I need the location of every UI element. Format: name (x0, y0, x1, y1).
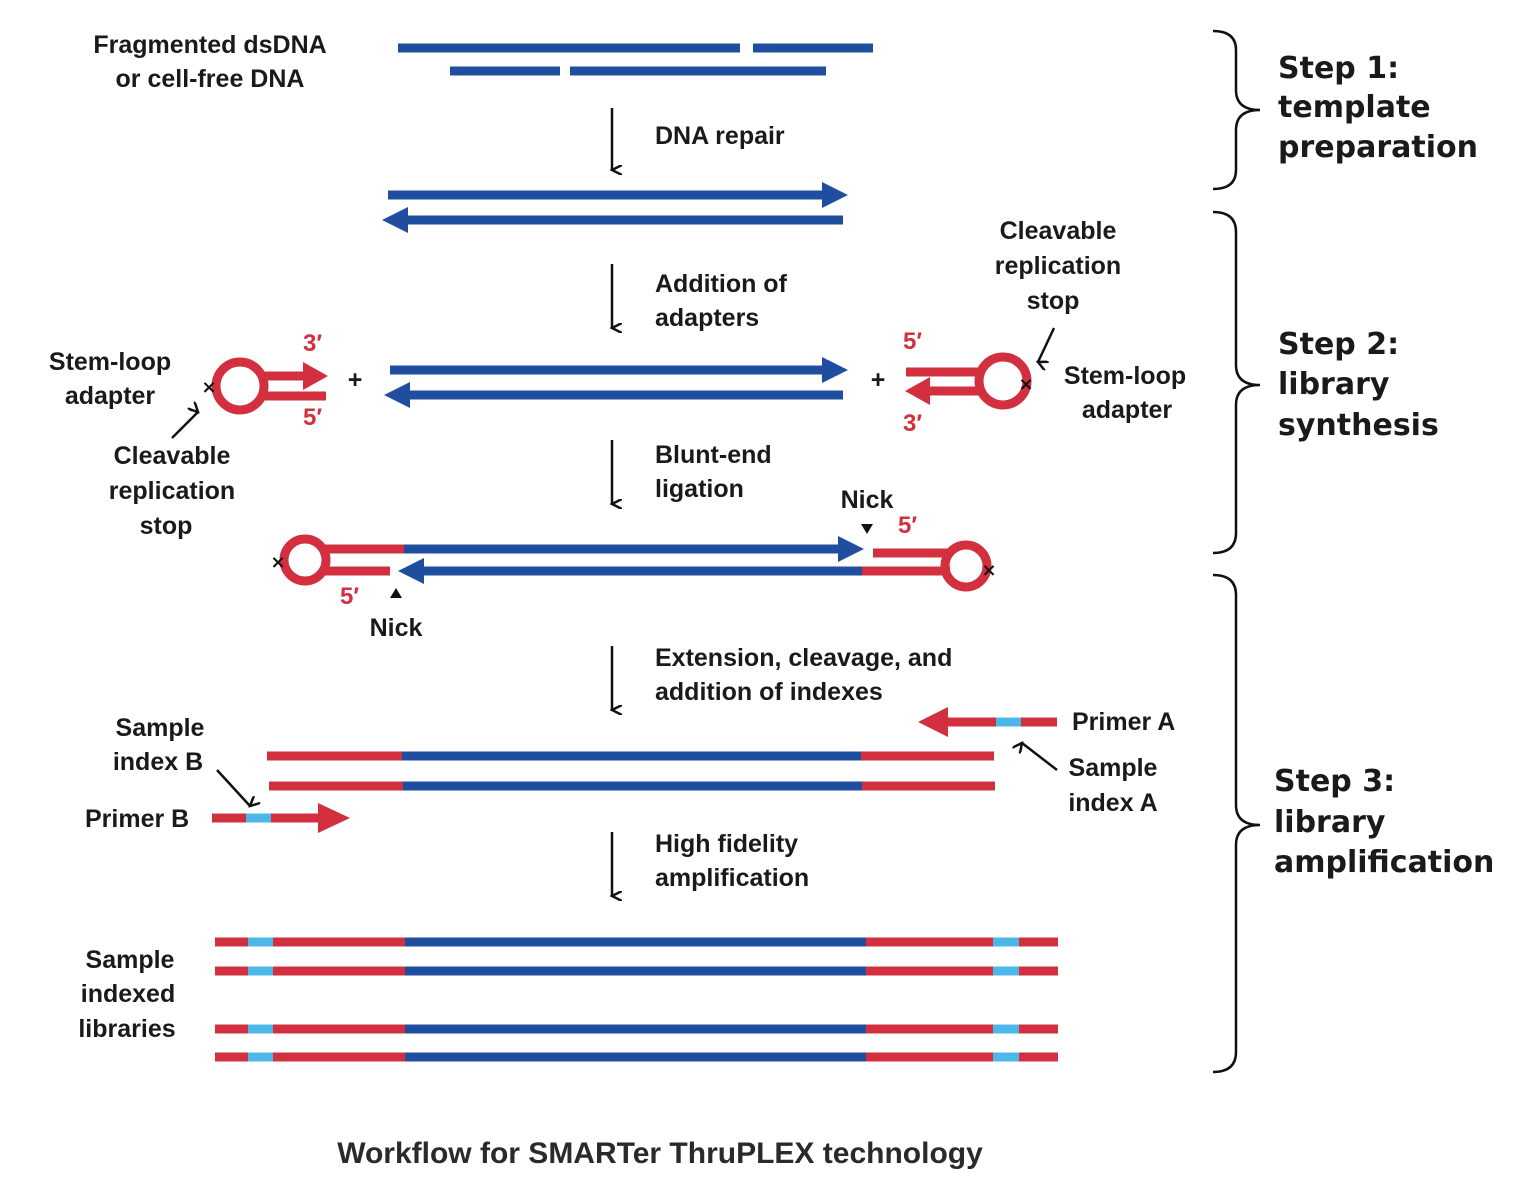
ligated-product: × × (270, 534, 997, 592)
nick-label-bottom: Nick (370, 614, 423, 642)
pointer-arrow-icon (1022, 743, 1058, 771)
right-adapter-label-line1: Stem-loop (1064, 362, 1186, 390)
sample-indexed-libraries (215, 937, 1058, 1062)
step-label-extension-line1: Extension, cleavage, and (655, 644, 952, 672)
arrowhead-icon (382, 207, 408, 233)
cleavage-x-icon: × (201, 377, 216, 398)
cleavage-x-icon: × (270, 552, 285, 573)
sample-index-a-label-line2: index A (1068, 789, 1157, 817)
stage-line: amplification (1274, 845, 1494, 880)
five-prime-label: 5′ (903, 328, 922, 355)
stage-title: Step 1: (1278, 51, 1399, 86)
step-label-ligation-line1: Blunt-end (655, 441, 772, 469)
sample-index-b-label-line1: Sample (116, 714, 205, 742)
dsdna-before-ligation (384, 357, 848, 408)
nick-marker-icon (390, 588, 402, 598)
extended-strands (267, 751, 995, 791)
sample-index-b-label-line2: index B (113, 748, 203, 776)
cleavage-x-icon: × (1018, 374, 1033, 395)
step-label-extension-line2: addition of indexes (655, 678, 883, 706)
primer-a-label: Primer A (1072, 708, 1175, 736)
five-prime-label: 5′ (898, 512, 917, 539)
arrowhead-icon (822, 182, 848, 208)
libraries-label-line2: indexed (81, 980, 175, 1008)
cleavage-x-icon: × (981, 560, 996, 581)
fragmented-dna (398, 43, 873, 76)
brace-step1 (1212, 29, 1261, 191)
repaired-dsdna (382, 182, 848, 233)
five-prime-label: 5′ (303, 404, 322, 431)
libraries-label-line1: Sample (86, 946, 175, 974)
libraries-label-line3: libraries (78, 1015, 175, 1043)
pointer-arrow-icon (1038, 327, 1056, 362)
cleavable-label-left-line2: replication (109, 477, 235, 505)
stage-label-1: Step 1: template preparation (1278, 51, 1478, 165)
left-adapter-label-line1: Stem-loop (49, 348, 171, 376)
stage-label-2: Step 2: library synthesis (1278, 327, 1439, 443)
step-label-dna-repair: DNA repair (655, 122, 785, 150)
nick-marker-icon (861, 524, 873, 534)
right-stem-loop-adapter: × (905, 352, 1034, 410)
stage-title: Step 3: (1274, 764, 1395, 799)
step-label-amplification-line2: amplification (655, 864, 809, 892)
pointer-arrow-icon (216, 769, 250, 806)
stage-line: preparation (1278, 130, 1478, 165)
cleavable-label-left-line3: stop (140, 512, 193, 540)
input-label-line2: or cell-free DNA (116, 65, 305, 93)
three-prime-label: 3′ (303, 330, 322, 357)
step-label-amplification-line1: High fidelity (655, 830, 798, 858)
brace-step2 (1212, 210, 1261, 555)
step-label-addition-line2: adapters (655, 304, 759, 332)
sample-index-a-label-line1: Sample (1069, 754, 1158, 782)
plus-sign: + (348, 366, 363, 394)
five-prime-label: 5′ (340, 583, 359, 610)
figure-caption: Workflow for SMARTer ThruPLEX technology (337, 1137, 983, 1170)
left-stem-loop-adapter: × (201, 357, 328, 415)
stage-line: template (1278, 90, 1431, 125)
primer-b-label: Primer B (85, 805, 189, 833)
right-adapter-label-line2: adapter (1082, 396, 1173, 424)
plus-sign: + (871, 366, 886, 394)
cleavable-label-right-line3: stop (1027, 287, 1080, 315)
step-label-addition-line1: Addition of (655, 270, 788, 298)
three-prime-label: 3′ (903, 410, 922, 437)
input-label: Fragmented dsDNA or cell-free DNA (93, 31, 326, 93)
cleavable-label-right-line2: replication (995, 252, 1121, 280)
primer-a (918, 707, 1057, 737)
nick-label-top: Nick (841, 486, 894, 514)
step-label-ligation-line2: ligation (655, 475, 744, 503)
stage-label-3: Step 3: library amplification (1274, 764, 1494, 880)
cleavable-label-left-line1: Cleavable (114, 442, 231, 470)
cleavable-label-right-line1: Cleavable (1000, 217, 1117, 245)
stage-title: Step 2: (1278, 327, 1399, 362)
brace-step3 (1212, 573, 1261, 1074)
stage-line: synthesis (1278, 408, 1439, 443)
pointer-arrow-icon (171, 412, 198, 439)
primer-b (212, 803, 350, 833)
stage-line: library (1278, 367, 1390, 402)
input-label-line1: Fragmented dsDNA (93, 31, 326, 59)
left-adapter-label-line2: adapter (65, 382, 156, 410)
stage-line: library (1274, 805, 1386, 840)
